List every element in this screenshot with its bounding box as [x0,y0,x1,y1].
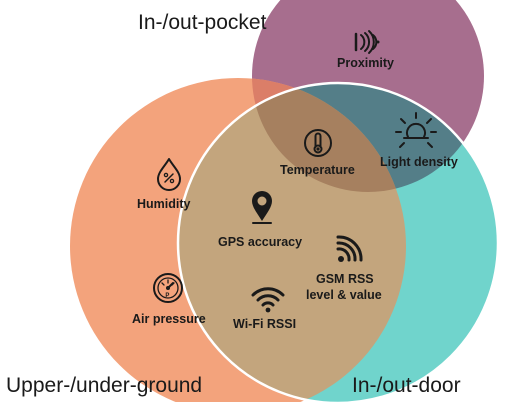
cellular-signal-icon [336,235,363,262]
set-label-ground: Upper-/under-ground [6,374,202,397]
item-label-gsm-rss-line1: GSM RSS [316,272,374,286]
wifi-icon [251,287,285,313]
gauge-icon: P [153,273,183,303]
svg-text:P: P [165,293,169,299]
set-label-pocket: In-/out-pocket [138,11,267,34]
item-label-air-pressure: Air pressure [132,312,206,326]
item-label-gsm-rss-line2: level & value [306,288,382,302]
thermometer-icon [304,129,332,157]
item-label-gps-accuracy: GPS accuracy [218,235,302,249]
sun-icon [395,112,437,148]
set-label-door: In-/out-door [352,374,461,397]
humidity-drop-icon [157,158,181,191]
item-label-proximity: Proximity [337,56,394,70]
item-label-temperature: Temperature [280,163,355,177]
set-outline-door [176,81,500,402]
item-label-wifi-rssi: Wi-Fi RSSI [233,317,296,331]
item-label-light-density: Light density [380,155,458,169]
proximity-icon [354,30,380,54]
map-pin-icon [252,191,272,224]
item-label-humidity: Humidity [137,197,191,211]
